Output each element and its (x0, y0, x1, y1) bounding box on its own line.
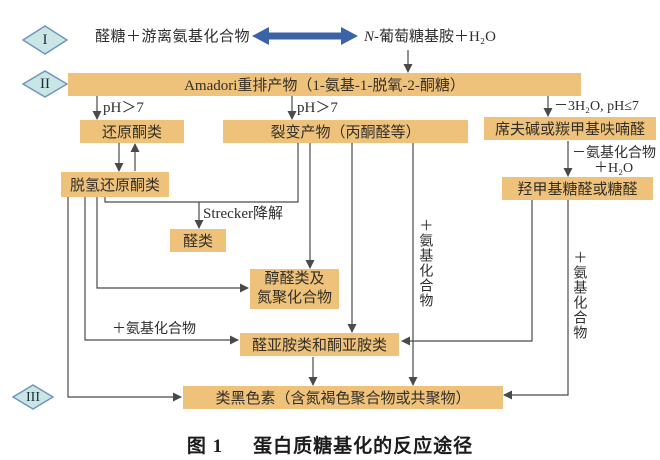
fission-products-box: 裂变产物（丙酮醛等） (223, 120, 468, 143)
n-glucosylamine-text: -葡萄糖基胺＋H₂O (374, 29, 496, 45)
figure-title: 蛋白质糖基化的反应途径 (253, 436, 474, 457)
figure-caption: 图 1 蛋白质糖基化的反应途径 (0, 431, 660, 458)
stage-3-diamond (11, 384, 55, 410)
dehydration-ph-label: －3H₂O, pH≤7 (554, 99, 639, 114)
hmf-box: 羟甲基糖醛或糖醛 (502, 177, 653, 200)
connector-hmf-to-melanoidins (503, 200, 569, 400)
reductones-box: 还原酮类 (80, 120, 184, 143)
aldol-box-text: 醇醛类及氮聚化合物 (257, 270, 332, 308)
stage-3-numeral: III (26, 390, 40, 405)
amadori-box: Amadori重排产物（1-氨基-1-脱氧-2-酮糖） (68, 73, 581, 96)
equilibrium-double-arrow-icon (252, 27, 358, 45)
stage-2-diamond (21, 70, 69, 98)
connector-dehydro-to-imines (84, 197, 239, 345)
ph-gt7-mid-label: pH＞7 (297, 100, 338, 116)
figure-number: 图 1 (186, 436, 224, 457)
plus-water-label: ＋H₂O (594, 161, 634, 176)
minus-amino-label: －氨基化合物 (572, 146, 656, 161)
connector-hmf-to-imines (401, 200, 533, 346)
stage-1-diamond (21, 25, 69, 55)
aldol-box-line1: 醇醛类及 (264, 271, 325, 287)
plus-amino-vertical-b-label: ＋氨基化合物 (571, 250, 587, 340)
stage-1-numeral: I (42, 32, 48, 48)
connector-dehydro-to-aldol (96, 197, 249, 293)
connector-dehydro-to-melanoidins (67, 197, 182, 402)
aldol-box-line2: 氮聚化合物 (256, 290, 332, 306)
n-glucosylamine-label: N-葡萄糖基胺＋H₂O (364, 29, 496, 46)
stage-2-numeral: II (40, 76, 50, 92)
dehydro-reductones-box: 脱氢还原酮类 (61, 172, 169, 197)
schiff-base-box: 席夫碱或羰甲基呋喃醛 (484, 117, 656, 140)
n-glucosylamine-prefix: N (364, 29, 375, 45)
aldol-nitrogen-polymers-box: 醇醛类及氮聚化合物 (250, 269, 339, 309)
aldehydes-box: 醛类 (170, 229, 226, 252)
aldose-amino-compound-label: 醛糖＋游离氨基化合物 (95, 29, 251, 45)
connector-fission-dehydro-strecker (104, 143, 299, 203)
plus-amino-left-label: ＋氨基化合物 (112, 322, 196, 337)
strecker-degradation-label: Strecker降解 (203, 206, 283, 222)
imines-box: 醛亚胺类和酮亚胺类 (240, 333, 399, 356)
melanoidins-box: 类黑色素（含氮褐色聚合物或共聚物） (183, 386, 503, 409)
ph-gt7-left-label: pH＞7 (103, 100, 144, 116)
plus-amino-vertical-a-label: ＋氨基化合物 (417, 218, 433, 308)
